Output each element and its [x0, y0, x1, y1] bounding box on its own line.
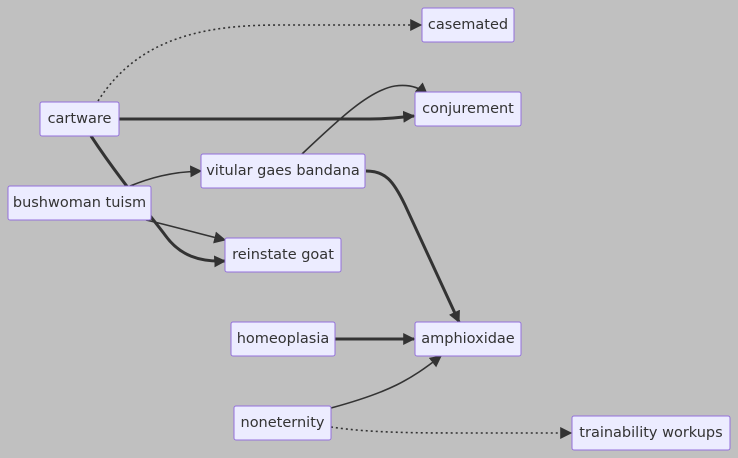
edge-vitular-amphioxidae	[365, 169, 461, 324]
edges	[89, 19, 573, 439]
node-casemated[interactable]: casemated	[421, 7, 515, 43]
node-trainability-workups-label: trainability workups	[579, 425, 722, 441]
edge-cartware-reinstate	[89, 135, 227, 268]
node-bushwoman-tuism[interactable]: bushwoman tuism	[7, 185, 152, 221]
node-cartware-label: cartware	[48, 111, 112, 127]
node-homeoplasia[interactable]: homeoplasia	[230, 321, 336, 357]
edge-cartware-casemated	[97, 19, 423, 102]
edge-noneternity-trainability	[330, 426, 573, 439]
edge-cartware-conjurement	[119, 110, 416, 123]
node-conjurement-label: conjurement	[422, 101, 514, 117]
node-bushwoman-tuism-label: bushwoman tuism	[13, 195, 146, 211]
edge-noneternity-amphioxidae	[330, 355, 442, 409]
edge-bushwoman-vitular	[129, 165, 203, 187]
nodes: casemated cartware conjurement vitular g…	[7, 7, 731, 451]
node-noneternity-label: noneternity	[241, 415, 325, 431]
edge-bushwoman-reinstate	[145, 219, 227, 244]
edge-vitular-conjurement	[301, 82, 428, 155]
node-vitular-gaes-bandana[interactable]: vitular gaes bandana	[200, 153, 366, 189]
node-casemated-label: casemated	[428, 17, 508, 33]
node-reinstate-goat[interactable]: reinstate goat	[224, 237, 342, 273]
node-vitular-gaes-bandana-label: vitular gaes bandana	[206, 163, 360, 179]
node-noneternity[interactable]: noneternity	[233, 405, 332, 441]
node-homeoplasia-label: homeoplasia	[237, 331, 330, 347]
node-cartware[interactable]: cartware	[39, 101, 120, 137]
node-amphioxidae[interactable]: amphioxidae	[414, 321, 522, 357]
node-conjurement[interactable]: conjurement	[414, 91, 522, 127]
node-reinstate-goat-label: reinstate goat	[232, 247, 334, 263]
node-trainability-workups[interactable]: trainability workups	[571, 415, 731, 451]
node-amphioxidae-label: amphioxidae	[421, 331, 515, 347]
